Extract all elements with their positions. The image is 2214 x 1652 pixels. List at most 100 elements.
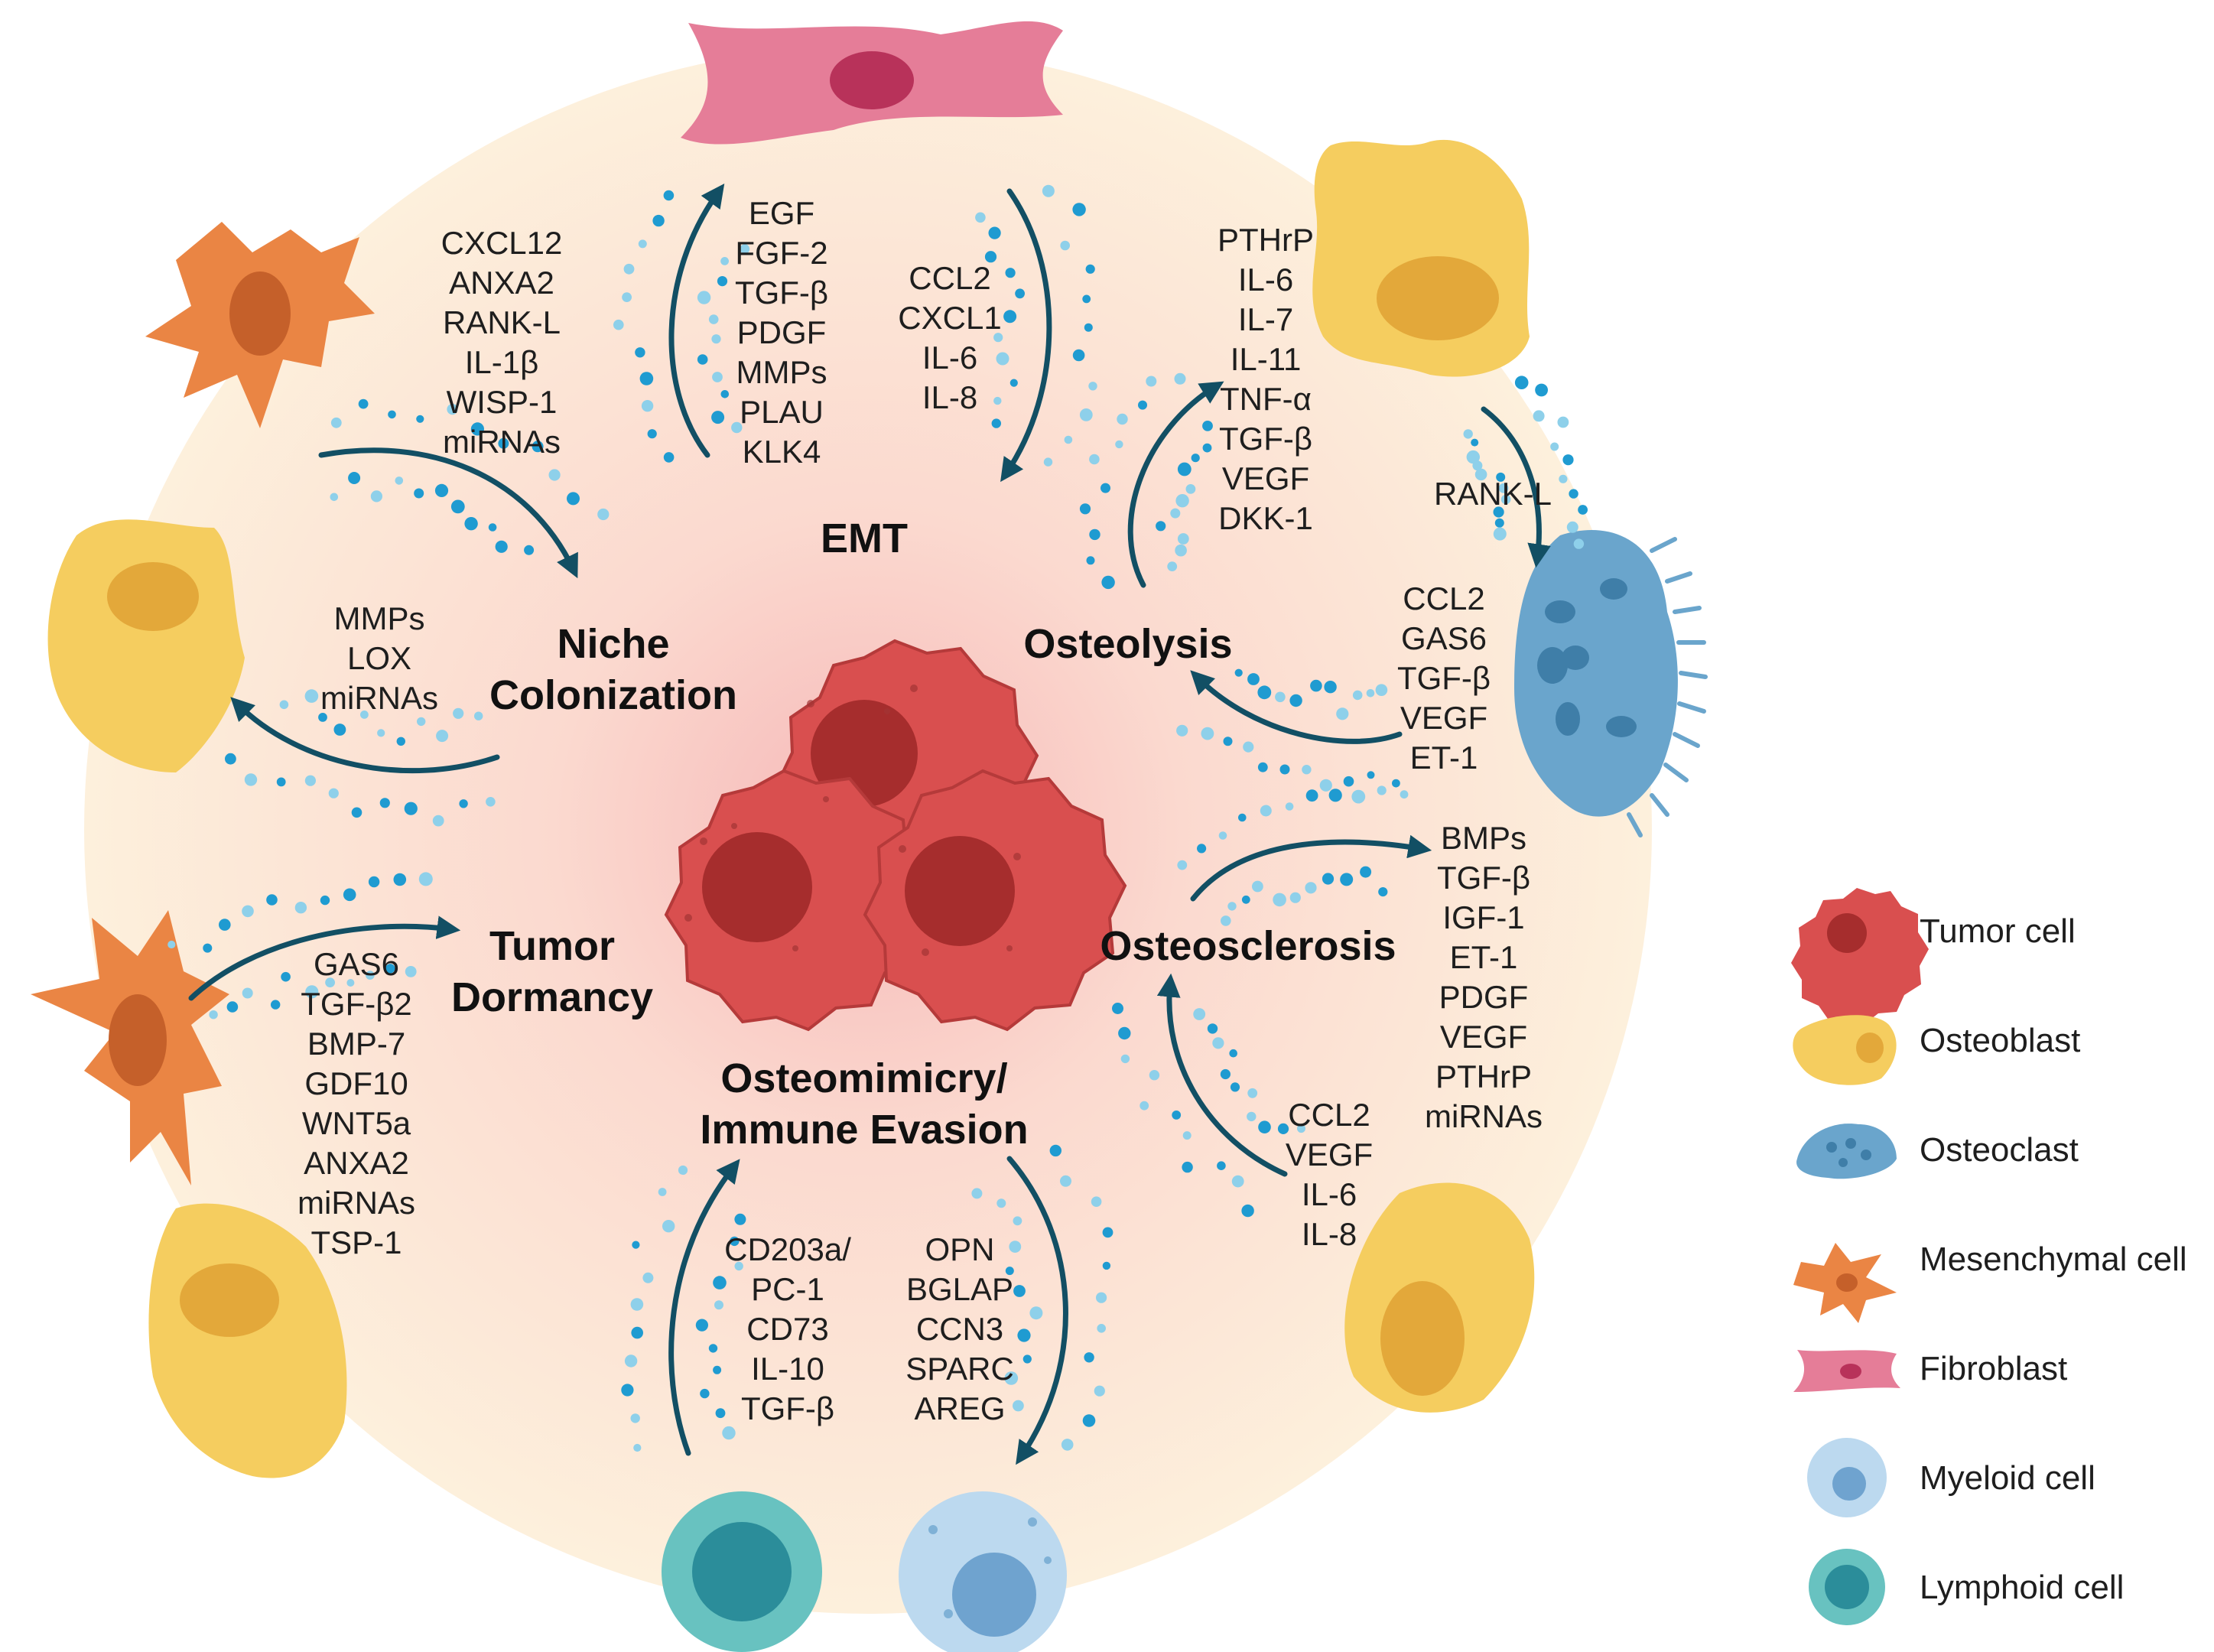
signal-dot xyxy=(434,483,449,498)
signal-dot xyxy=(1084,1352,1094,1363)
signal-dot xyxy=(715,1408,726,1419)
factor-osteomimicry-left-0: CD203a/ xyxy=(724,1231,851,1267)
signal-dot xyxy=(393,873,407,886)
signal-dot xyxy=(712,372,723,382)
signal-dot xyxy=(711,334,721,344)
signal-dot xyxy=(1275,691,1286,703)
osteoblast-bottom-left xyxy=(148,1203,347,1478)
signal-dot xyxy=(714,1300,723,1310)
signal-dot xyxy=(1243,741,1254,753)
factor-dormancy-5: ANXA2 xyxy=(304,1145,409,1181)
signal-dot xyxy=(450,499,465,514)
signal-dot xyxy=(1367,771,1375,779)
arrow-osteosclerosis-top xyxy=(1190,834,1432,902)
factor-niche-top-0: CXCL12 xyxy=(441,225,563,261)
factor-osteolysis-top-5: TGF-β xyxy=(1219,421,1312,457)
signal-dot xyxy=(711,411,725,424)
lymphoid-cell-bottom xyxy=(662,1491,822,1652)
signal-dot xyxy=(281,971,291,982)
signal-dot xyxy=(1324,681,1337,694)
signal-dot xyxy=(1064,435,1073,444)
signal-dot xyxy=(1182,1161,1193,1173)
signal-dot xyxy=(1260,805,1272,817)
factor-osteomimicry-right-1: BGLAP xyxy=(906,1271,1013,1307)
signal-dot xyxy=(1115,440,1123,449)
osteoblast-icon xyxy=(1793,1015,1897,1085)
signal-dot xyxy=(1005,1267,1014,1276)
factor-emt-right-1: CXCL1 xyxy=(898,300,1001,336)
signal-dot xyxy=(276,777,286,787)
signal-dot xyxy=(1557,416,1569,428)
signal-dot xyxy=(464,517,478,531)
signal-dot xyxy=(635,347,645,358)
heading-niche-line1: Niche xyxy=(557,621,669,667)
legend-label-fibroblast: Fibroblast xyxy=(1920,1350,2067,1387)
signal-dot xyxy=(713,1276,727,1289)
signal-dot xyxy=(1156,521,1166,532)
signal-dot xyxy=(242,987,253,999)
signal-dot xyxy=(722,1426,736,1440)
heading-osteolysis: Osteolysis xyxy=(1023,621,1232,667)
signal-dot xyxy=(304,689,319,703)
signal-dot xyxy=(695,1319,709,1332)
signal-dot xyxy=(1043,457,1053,467)
factor-dormancy-6: miRNAs xyxy=(297,1185,415,1221)
signal-dot xyxy=(1277,1123,1289,1134)
signal-dot xyxy=(1241,895,1250,904)
signal-dot xyxy=(1247,673,1260,685)
factor-osteolysis-top-1: IL-6 xyxy=(1238,262,1293,298)
signal-dot xyxy=(1013,1400,1024,1412)
signal-dot xyxy=(1061,1439,1074,1451)
signal-dot xyxy=(1185,484,1196,494)
signal-dot xyxy=(396,737,405,746)
signal-dot xyxy=(1229,1049,1237,1058)
signal-dot xyxy=(225,753,236,765)
signal-dot xyxy=(488,523,497,532)
signal-dot xyxy=(1474,468,1487,481)
factor-emt-right-3: IL-8 xyxy=(922,379,977,415)
factor-osteomimicry-right-4: AREG xyxy=(914,1390,1005,1426)
signal-dot xyxy=(203,943,213,953)
signal-dot xyxy=(1072,349,1085,362)
myeloid-cell-bottom xyxy=(899,1491,1067,1652)
signal-dot xyxy=(242,905,254,918)
signal-dot xyxy=(395,476,404,485)
signal-dot xyxy=(1227,902,1237,911)
factor-osteomimicry-left-2: CD73 xyxy=(746,1311,828,1347)
signal-dot xyxy=(1029,1306,1043,1320)
signal-dot xyxy=(1535,383,1548,397)
signal-dot xyxy=(330,493,339,502)
signal-dot xyxy=(1167,561,1178,571)
factor-osteosclerosis-top-2: IGF-1 xyxy=(1442,899,1524,935)
signal-dot xyxy=(417,717,426,727)
factor-osteomimicry-right-3: SPARC xyxy=(905,1351,1014,1387)
signal-dot xyxy=(734,1213,746,1225)
signal-dot xyxy=(266,894,278,906)
signal-dot xyxy=(993,396,1002,405)
signal-dot xyxy=(167,940,176,949)
heading-osteomimicry-line2: Immune Evasion xyxy=(700,1107,1028,1153)
factor-emt-left-4: MMPs xyxy=(736,354,827,390)
signal-dot xyxy=(993,333,1003,343)
signal-dot xyxy=(1493,527,1507,541)
signal-dot xyxy=(1112,1003,1123,1014)
signal-dot xyxy=(385,964,395,974)
signal-dot xyxy=(1172,1111,1182,1120)
lymphoid-cell-icon xyxy=(1809,1549,1885,1625)
factor-osteolysis-right-4: ET-1 xyxy=(1410,740,1478,776)
arrow-rankl xyxy=(1481,406,1551,568)
factor-emt-right-0: CCL2 xyxy=(909,260,990,296)
signal-dot xyxy=(436,730,449,743)
signal-dot xyxy=(1088,382,1097,391)
signal-dot xyxy=(219,919,231,931)
signal-dot xyxy=(1072,203,1086,216)
factor-niche-left-0: MMPs xyxy=(334,600,425,636)
signal-dot xyxy=(405,966,417,977)
signal-dot xyxy=(1217,1161,1226,1170)
signal-dot xyxy=(1140,1101,1149,1111)
arrow-osteomimicry-right xyxy=(1006,1156,1068,1465)
osteoclast-right xyxy=(1514,530,1708,837)
signal-dot xyxy=(1375,684,1388,696)
signal-dot xyxy=(1003,310,1017,324)
